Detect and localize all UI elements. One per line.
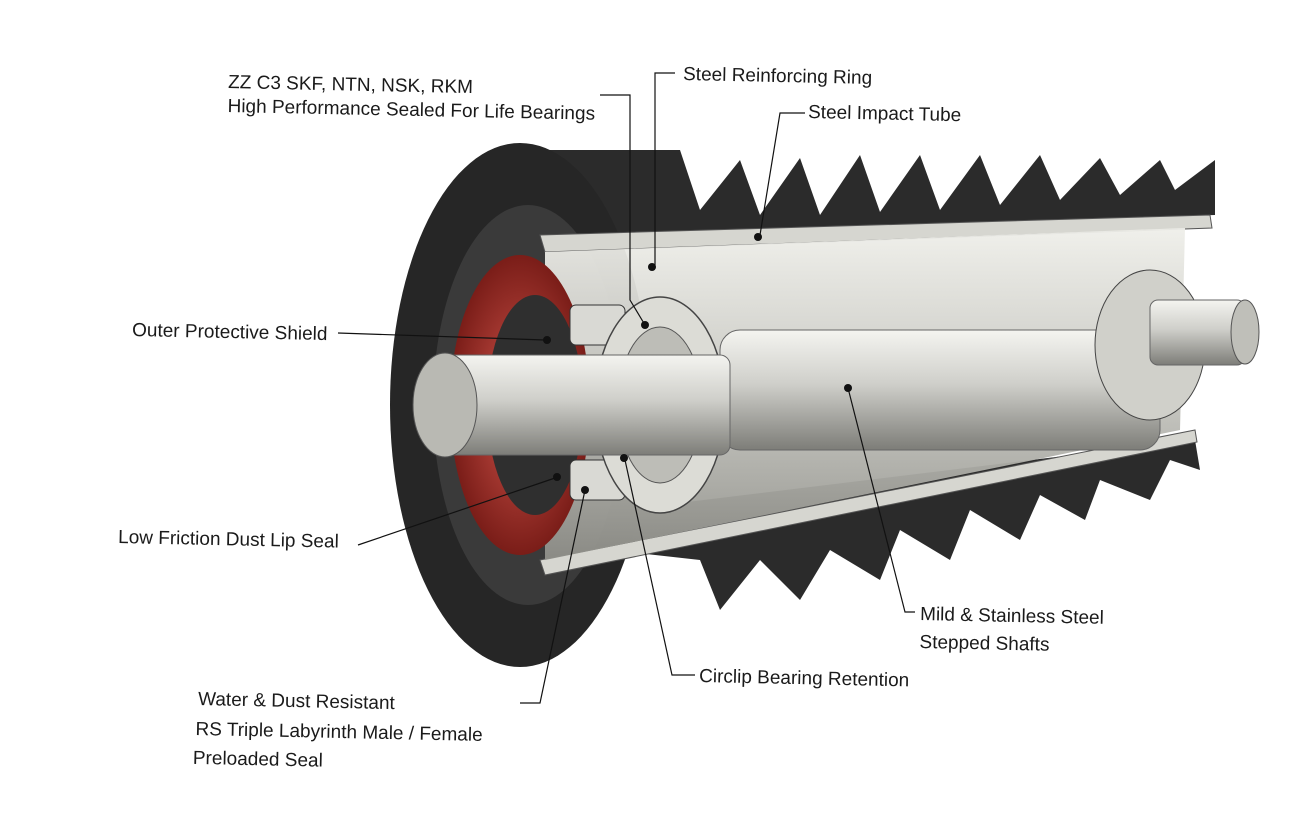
leader-outer-shield — [337, 332, 546, 341]
label-outer-shield: Outer Protective Shield — [132, 320, 328, 345]
label-labyrinth-seal: Water & Dust Resistant RS Triple Labyrin… — [193, 689, 489, 775]
leader-reinforcing-ring — [654, 72, 675, 265]
leader-shafts — [847, 387, 915, 613]
leader-lip-seal — [357, 477, 556, 546]
stepped-shaft-main — [719, 329, 1161, 451]
leader-impact-tube — [759, 112, 805, 236]
label-circlip: Circlip Bearing Retention — [699, 666, 910, 691]
rubber-disc-upper — [520, 150, 1215, 235]
leader-labyrinth-seal — [520, 489, 586, 704]
steel-impact-tube — [539, 214, 1213, 253]
label-impact-tube: Steel Impact Tube — [808, 102, 962, 126]
label-shafts: Mild & Stainless Steel Stepped Shafts — [919, 604, 1109, 657]
label-bearings: ZZ C3 SKF, NTN, NSK, RKM High Performanc… — [227, 72, 595, 125]
label-reinforcing-ring: Steel Reinforcing Ring — [683, 64, 872, 89]
shaft-end-face — [412, 352, 478, 458]
label-lip-seal: Low Friction Dust Lip Seal — [118, 527, 339, 553]
leader-bearings — [600, 94, 646, 326]
leader-circlip — [624, 459, 695, 676]
rubber-disc-lower — [520, 440, 1200, 610]
